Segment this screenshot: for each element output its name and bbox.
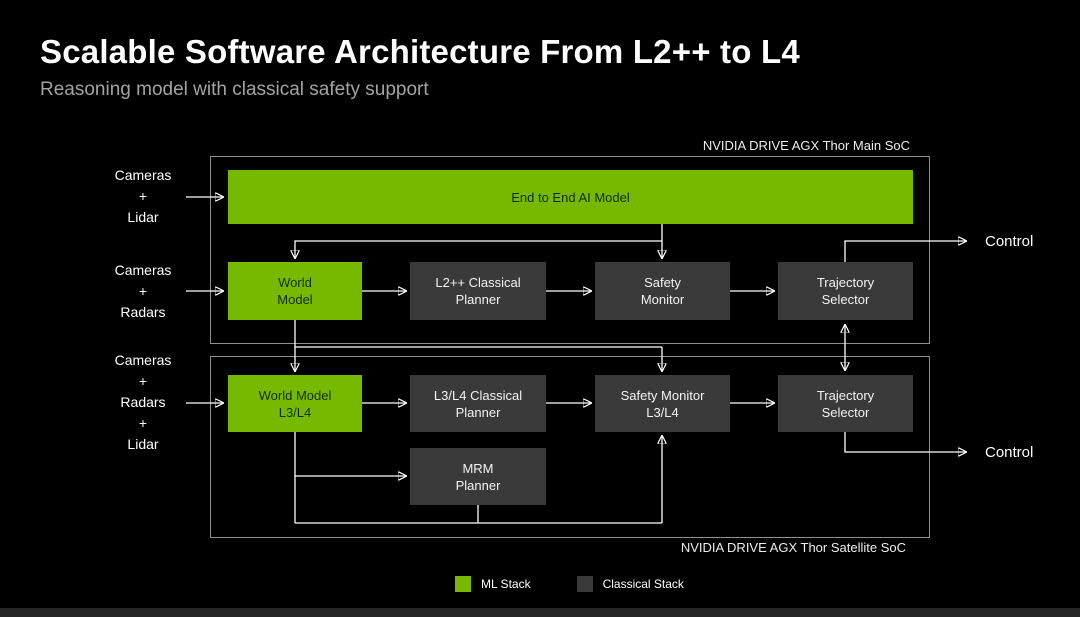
box-safety-monitor-l3l4: Safety Monitor L3/L4 (595, 375, 730, 432)
satellite-soc-label: NVIDIA DRIVE AGX Thor Satellite SoC (680, 540, 906, 555)
box-end-to-end-ai-model: End to End AI Model (228, 170, 913, 224)
ml-stack-label: ML Stack (481, 577, 531, 591)
slide-title: Scalable Software Architecture From L2++… (40, 33, 800, 70)
legend-item-ml-stack: ML Stack (455, 576, 531, 592)
box-trajectory-selector-main: Trajectory Selector (778, 262, 913, 320)
input-cameras-lidar: Cameras + Lidar (114, 167, 172, 225)
box-safety-monitor: Safety Monitor (595, 262, 730, 320)
control-label-main: Control (985, 233, 1034, 250)
box-world-model-l3l4: World Model L3/L4 (228, 375, 362, 432)
classical-stack-swatch (576, 576, 593, 592)
main-soc-label: NVIDIA DRIVE AGX Thor Main SoC (702, 138, 910, 153)
box-l3l4-classical-planner: L3/L4 Classical Planner (410, 375, 546, 432)
legend: ML Stack Classical Stack (455, 576, 684, 592)
input-cameras-radars: Cameras + Radars (114, 262, 172, 320)
box-l2pp-classical-planner: L2++ Classical Planner (410, 262, 546, 320)
bottom-bar (0, 608, 1080, 617)
control-label-satellite: Control (985, 444, 1034, 461)
box-mrm-planner: MRM Planner (410, 448, 546, 505)
slide-subtitle: Reasoning model with classical safety su… (40, 79, 429, 100)
classical-stack-label: Classical Stack (602, 577, 684, 591)
box-world-model: World Model (228, 262, 362, 320)
input-cameras-radars-lidar: Cameras + Radars + Lidar (114, 352, 172, 452)
ml-stack-swatch (455, 576, 471, 592)
box-trajectory-selector-satellite: Trajectory Selector (778, 375, 913, 432)
legend-item-classical-stack: Classical Stack (576, 576, 684, 592)
